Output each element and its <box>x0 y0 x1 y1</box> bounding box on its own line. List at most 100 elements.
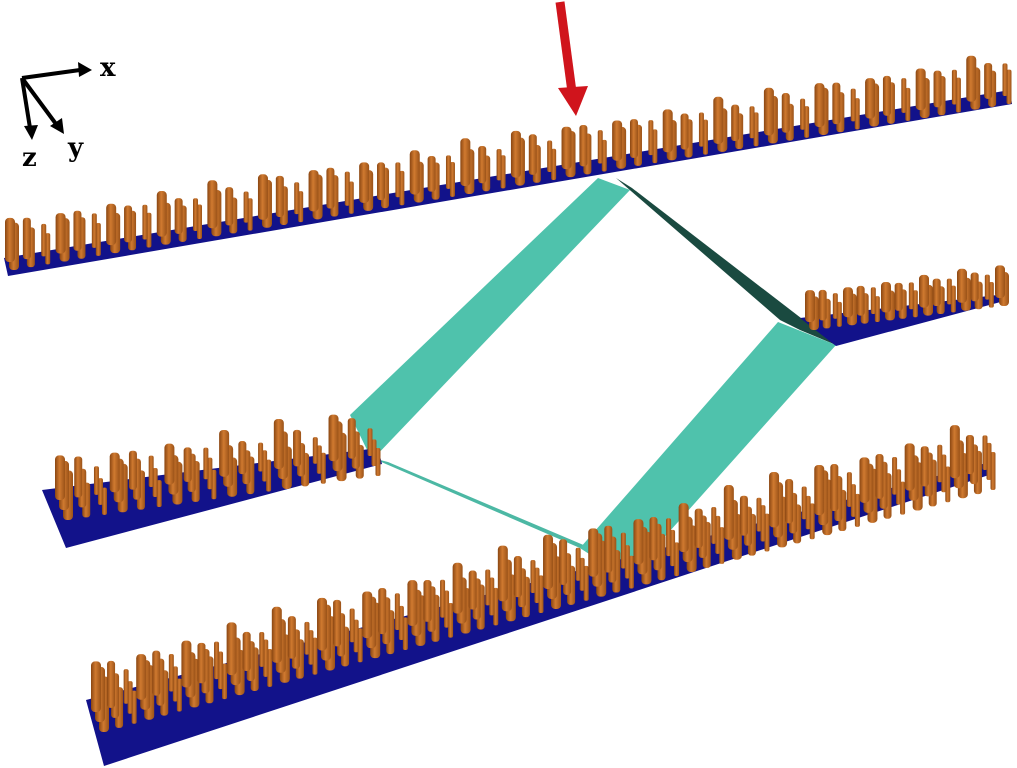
pillar <box>764 513 770 552</box>
pillar <box>211 469 217 500</box>
pillar <box>805 495 811 530</box>
pillar <box>674 542 680 577</box>
pillar <box>670 529 676 567</box>
pillar <box>174 198 183 234</box>
pillar <box>543 534 554 589</box>
pillar <box>266 459 272 492</box>
pillar <box>181 640 192 688</box>
pillar <box>73 210 82 251</box>
pillar <box>629 119 638 158</box>
pillar <box>561 126 572 170</box>
pillar-strip-bottom <box>86 425 996 766</box>
pillar <box>308 170 319 212</box>
pillar <box>904 443 915 491</box>
pillar <box>317 597 328 651</box>
pillar-array <box>805 265 1009 330</box>
pillar <box>510 130 521 178</box>
pillar <box>423 580 432 622</box>
pillar <box>874 296 880 322</box>
pillar <box>344 171 350 206</box>
pillar <box>41 223 47 257</box>
pillar <box>449 161 455 197</box>
pillar <box>193 198 199 232</box>
pillar <box>588 528 599 577</box>
pillar <box>957 268 967 303</box>
pillar <box>164 443 175 485</box>
pillar <box>846 472 852 507</box>
pillar-strip-middle-right <box>800 265 1009 346</box>
pillar <box>896 469 902 505</box>
pillar <box>865 78 876 119</box>
pillar <box>966 55 977 102</box>
pillar <box>547 140 553 172</box>
pillar <box>55 213 66 254</box>
pillar <box>905 87 911 121</box>
pillar <box>294 182 300 215</box>
x-axis-arrowhead <box>78 62 92 77</box>
pillar <box>226 622 237 676</box>
pillar <box>328 414 339 462</box>
pillar <box>814 83 825 127</box>
pillar <box>238 441 247 475</box>
pillar <box>919 274 929 308</box>
pillar <box>496 148 502 181</box>
pillar <box>362 591 373 639</box>
pillar <box>551 148 557 180</box>
pillar <box>984 62 993 99</box>
pillar <box>152 650 161 696</box>
pillar <box>950 285 956 313</box>
pillar <box>259 631 265 667</box>
pillar <box>915 68 926 111</box>
pillar <box>579 124 588 167</box>
pillar <box>984 274 990 300</box>
pillar-array <box>55 414 381 520</box>
pillar <box>225 187 234 226</box>
pillar <box>723 485 734 540</box>
pillar <box>951 69 957 105</box>
pillar <box>946 278 952 305</box>
pillar <box>749 106 755 139</box>
pillar <box>711 507 717 544</box>
z-axis-arrowhead <box>24 125 38 140</box>
pillar <box>814 464 825 516</box>
pillar <box>271 606 282 663</box>
pillar <box>124 205 133 243</box>
pillar <box>485 569 491 606</box>
pillar <box>982 435 988 470</box>
pillar <box>460 138 471 187</box>
pillar <box>579 557 585 591</box>
pillar <box>287 616 296 659</box>
pillar <box>395 162 401 198</box>
pillar <box>870 287 876 314</box>
pillar <box>22 217 31 260</box>
pillar <box>702 119 708 155</box>
pillar <box>55 455 65 500</box>
pillar <box>148 455 154 488</box>
pillar <box>257 174 268 220</box>
pillar <box>136 654 147 700</box>
pillar <box>262 450 268 482</box>
pillar <box>624 545 630 579</box>
pillar <box>427 155 436 192</box>
pillar <box>805 290 815 322</box>
pillar <box>990 452 996 490</box>
pillar <box>91 661 101 712</box>
pillar <box>901 78 907 113</box>
pillar <box>843 287 853 318</box>
pillar <box>731 104 740 142</box>
pillar <box>892 457 898 495</box>
pillar <box>242 631 251 671</box>
pillar <box>478 145 487 184</box>
pillar <box>176 678 182 712</box>
annotation-arrow <box>555 1 588 116</box>
pillar <box>1006 69 1012 104</box>
pillar <box>452 562 463 614</box>
pillar <box>945 466 951 503</box>
pillar <box>739 495 748 536</box>
pillar <box>407 580 418 626</box>
pillar <box>222 663 228 700</box>
pillar <box>91 213 97 248</box>
pillar <box>854 493 860 527</box>
pillar <box>575 547 581 581</box>
pillar <box>713 96 724 144</box>
